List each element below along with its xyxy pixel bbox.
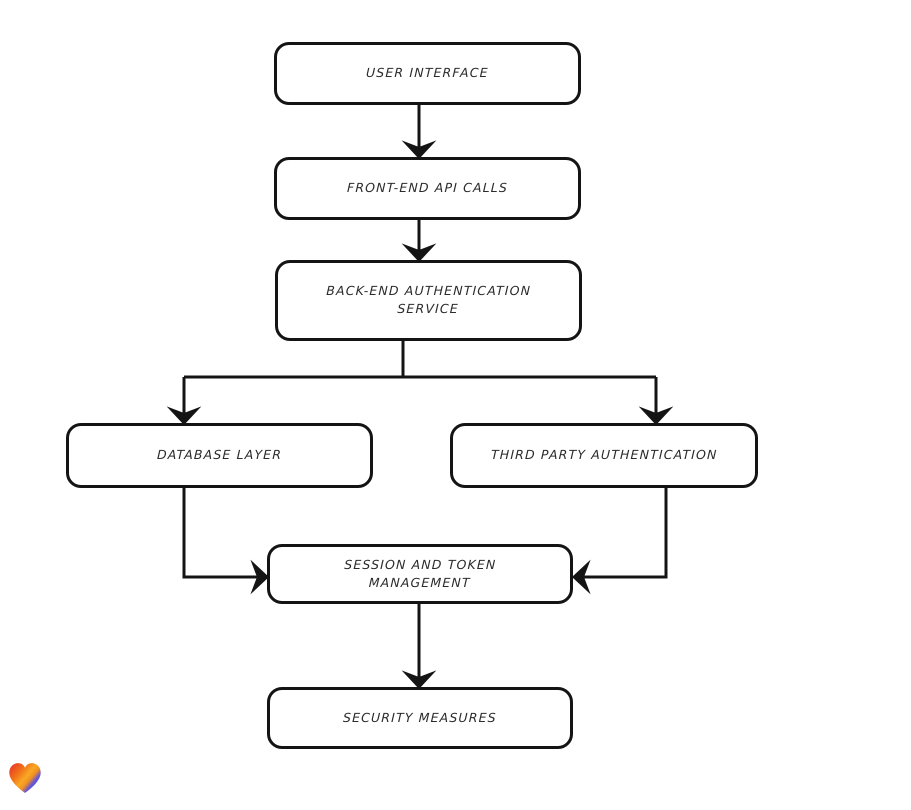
- node-back-end-authentication-service[interactable]: Back-End Authentication Service: [275, 260, 582, 341]
- node-label-front-end-api-calls: Front-End API Calls: [346, 180, 509, 196]
- node-label-session-and-token-management: Session and Token Management: [344, 556, 497, 590]
- node-front-end-api-calls[interactable]: Front-End API Calls: [274, 157, 581, 220]
- edge-database-layer-to-session-token: [182, 488, 270, 595]
- node-security-measures[interactable]: Security Measures: [267, 687, 573, 749]
- node-label-back-end-authentication-service: Back-End Authentication Service: [326, 283, 532, 317]
- heart-icon: [9, 763, 41, 793]
- node-user-interface[interactable]: User Interface: [274, 42, 581, 105]
- node-label-user-interface: User Interface: [365, 65, 490, 81]
- node-third-party-authentication[interactable]: Third Party Authentication: [450, 423, 758, 488]
- edge-third-party-auth-to-session-token: [571, 488, 668, 595]
- node-label-third-party-authentication: Third Party Authentication: [490, 447, 718, 463]
- node-database-layer[interactable]: Database Layer: [66, 423, 373, 488]
- node-session-and-token-management[interactable]: Session and Token Management: [267, 544, 573, 604]
- node-label-security-measures: Security Measures: [342, 709, 498, 725]
- node-label-database-layer: Database Layer: [156, 447, 283, 463]
